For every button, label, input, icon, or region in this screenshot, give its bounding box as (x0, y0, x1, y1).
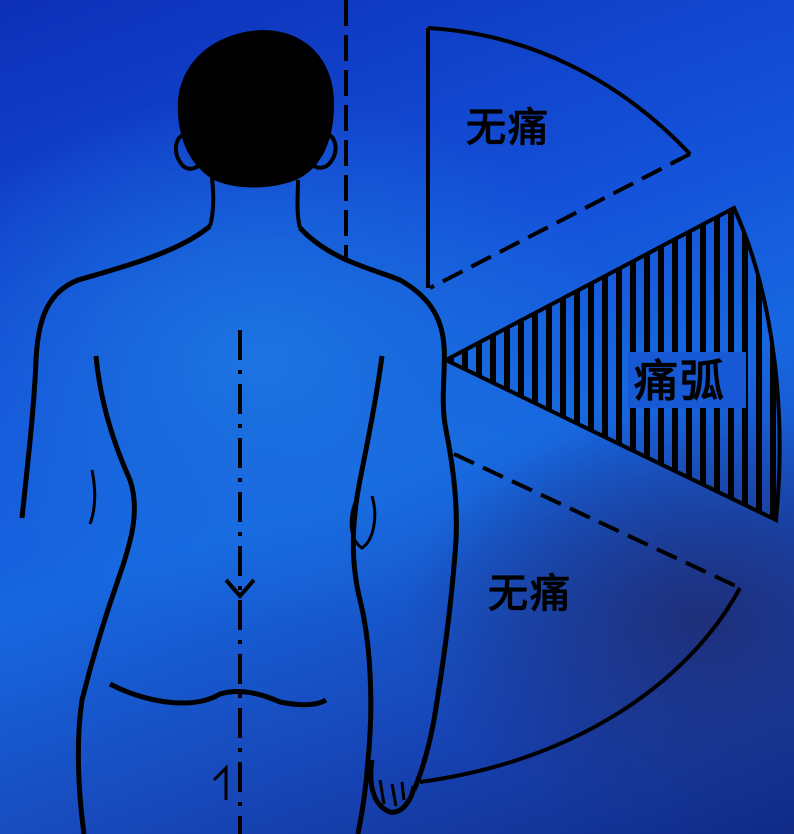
left-body-outline (19, 224, 212, 519)
lower-painless-sector (419, 452, 742, 784)
painless-upper-label: 无痛 (466, 105, 550, 151)
head (173, 30, 338, 188)
neck (208, 177, 216, 227)
painful-arc-sector (441, 205, 782, 524)
upper-painless-sector (426, 26, 692, 290)
right-hand (368, 759, 417, 815)
buttocks-line (108, 681, 328, 708)
painless-lower-label: 无痛 (488, 571, 572, 617)
right-body-outline (298, 226, 459, 791)
painful-arc-label: 痛弧 (634, 356, 726, 407)
